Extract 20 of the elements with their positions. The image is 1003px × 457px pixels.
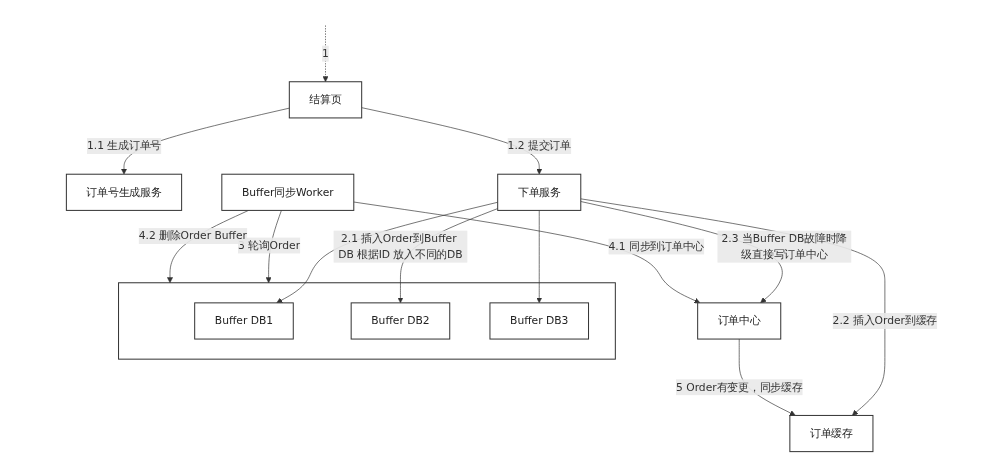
edge-label: 3 轮询Order (237, 238, 300, 252)
node-box: Buffer DB1 (193, 302, 294, 340)
node-box: 订单中心 (696, 302, 781, 340)
node-box: 订单缓存 (789, 414, 874, 453)
edge-label: 5 Order有变更，同步缓存 (675, 380, 803, 394)
edge-label: 1.2 提交订单 (507, 139, 571, 153)
edge-label: 4.1 同步到订单中心 (608, 239, 704, 253)
node-box: Buffer DB2 (350, 302, 450, 340)
edge-label: 4.2 删除Order Buffer (138, 229, 247, 243)
node-box: 下单服务 (496, 173, 582, 211)
node-box: 订单号生成服务 (65, 173, 182, 211)
edge-label: 2.2 插入Order到缓存 (832, 314, 937, 327)
edge-label: 1.1 生成订单号 (86, 139, 161, 153)
node-box: Buffer DB3 (489, 302, 589, 340)
edge-label: 2.3 当Buffer DB故障时降级直接写订单中心 (721, 231, 847, 261)
node-box: 结算页 (288, 81, 362, 119)
edge-label: 2.1 插入Order到Buffer DB 根据ID 放入不同的DB (337, 231, 463, 261)
node-box: Buffer同步Worker (221, 173, 355, 211)
edge-label: 1 (321, 46, 329, 60)
cluster (117, 282, 616, 360)
